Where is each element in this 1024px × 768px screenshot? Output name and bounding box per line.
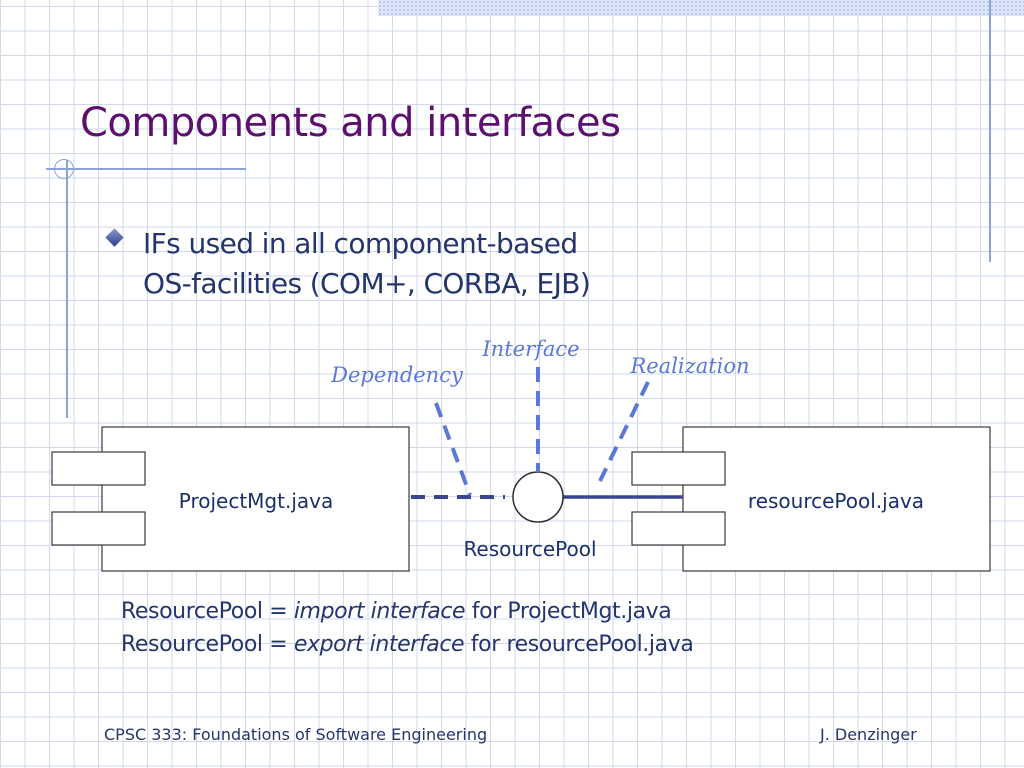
left-component-port-bottom xyxy=(51,511,146,546)
footer-course: CPSC 333: Foundations of Software Engine… xyxy=(104,725,488,744)
realization-label: Realization xyxy=(629,354,749,378)
note-1-prefix: ResourcePool = xyxy=(121,599,294,624)
right-component: resourcePool.java xyxy=(631,426,991,572)
right-component-port-top xyxy=(631,451,726,486)
note-1-suffix: for ProjectMgt.java xyxy=(465,599,672,624)
note-line-1: ResourcePool = import interface for Proj… xyxy=(121,595,693,628)
realization-pointer xyxy=(598,381,650,482)
dependency-pointer xyxy=(434,402,472,496)
dependency-label: Dependency xyxy=(330,363,464,387)
note-line-2: ResourcePool = export interface for reso… xyxy=(121,628,694,661)
left-component-label: ProjectMgt.java xyxy=(179,489,333,513)
notes: ResourcePool = import interface for Proj… xyxy=(121,595,694,661)
left-component: ProjectMgt.java xyxy=(51,426,410,572)
interface-label: Interface xyxy=(481,337,579,361)
bullet-line-2: OS-facilities (COM+, CORBA, EJB) xyxy=(143,267,591,300)
title-underline xyxy=(46,168,246,170)
note-2-emphasis: export interface xyxy=(293,632,465,657)
left-component-port-top xyxy=(51,451,146,486)
note-2-suffix: for resourcePool.java xyxy=(464,632,694,657)
right-component-box xyxy=(682,426,991,572)
note-2-prefix: ResourcePool = xyxy=(121,632,294,657)
crosshair-ornament xyxy=(54,159,74,179)
slide-title: Components and interfaces xyxy=(80,100,621,146)
left-component-box xyxy=(101,426,410,572)
footer-author: J. Denzinger xyxy=(820,725,917,744)
top-decorative-band xyxy=(378,0,1024,16)
note-1-emphasis: import interface xyxy=(293,599,466,624)
right-component-port-bottom xyxy=(631,511,726,546)
left-rule xyxy=(66,160,68,418)
interface-lollipop xyxy=(512,471,564,523)
right-component-label: resourcePool.java xyxy=(748,489,924,513)
interface-name-label: ResourcePool xyxy=(463,537,596,561)
right-rule xyxy=(989,0,991,262)
bullet-line-1: IFs used in all component-based xyxy=(143,227,578,260)
bullet-text: IFs used in all component-based OS-facil… xyxy=(143,224,591,304)
